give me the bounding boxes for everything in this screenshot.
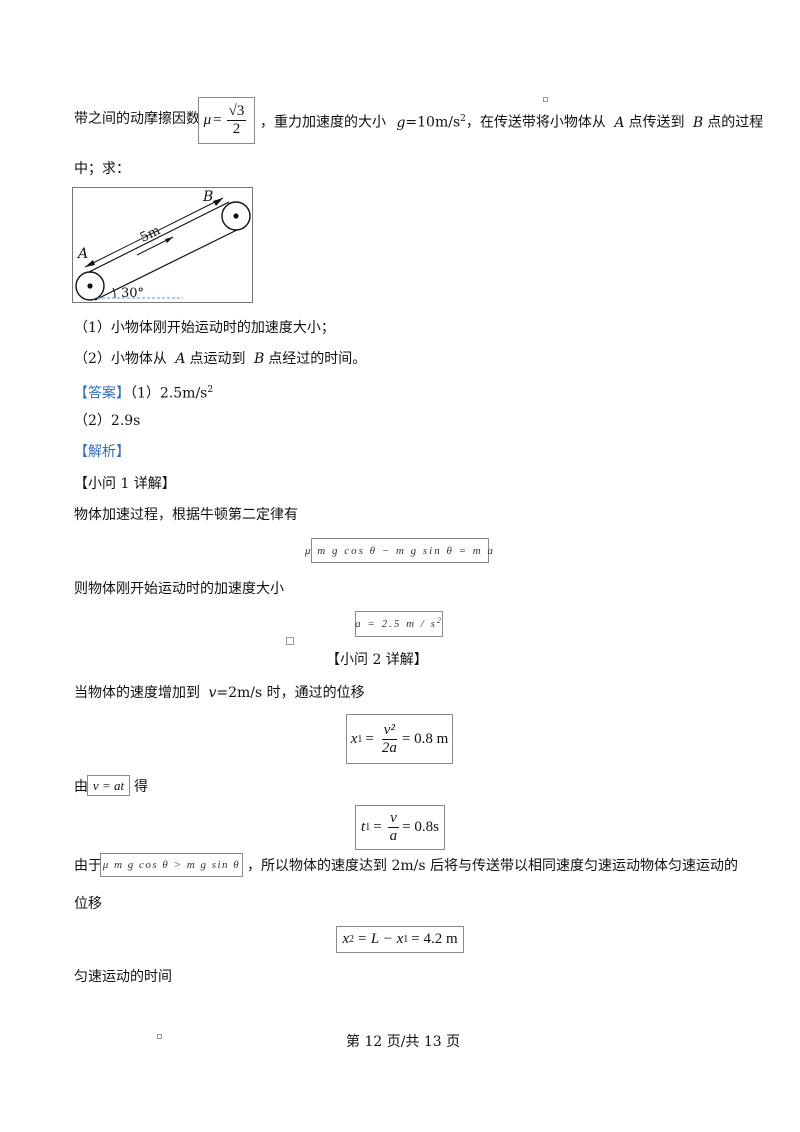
marker-dot	[157, 1034, 162, 1039]
solution-2-text-4: 位移	[74, 896, 102, 912]
numerator: v	[388, 810, 399, 828]
x-symbol: x	[342, 931, 350, 947]
denominator: a	[389, 828, 398, 844]
equation-inequality-text: μ m g cos θ > m g sin θ	[102, 859, 241, 871]
answer-1-exponent: 2	[207, 385, 214, 395]
v-symbol: v	[208, 685, 217, 701]
text: 带之间的动摩擦因数	[74, 111, 200, 127]
point-a: A	[175, 351, 186, 367]
text: ，所以物体的速度达到 2m/s 后将与传送带以相同速度匀速运动物体匀速运动的	[247, 858, 738, 874]
label-a: A	[78, 246, 89, 262]
numerator: v²	[381, 721, 397, 740]
conveyor-diagram	[75, 197, 251, 301]
marker-dot	[543, 97, 548, 102]
solution-1-text-2: 则物体刚开始运动时的加速度大小	[74, 581, 284, 597]
problem-line-2: 中；求：	[74, 161, 130, 177]
subquestion-2-heading: 【小问 2 详解】	[326, 652, 428, 668]
text: 点传送到	[628, 114, 685, 131]
x-subscript: 1	[357, 733, 363, 745]
point-b: B	[692, 114, 704, 131]
denominator: 2a	[381, 739, 397, 756]
answer-1: （1）2.5m/s	[130, 385, 208, 402]
text: 点经过的时间。	[268, 351, 367, 367]
answer-tag: 【答案】	[74, 385, 130, 402]
page-footer: 第 12 页/共 13 页	[346, 1034, 461, 1050]
answer-line-2: （2）2.9s	[74, 413, 141, 429]
angle-label: 30°	[121, 286, 145, 301]
solution-1-text: 物体加速过程，根据牛顿第二定律有	[74, 507, 298, 523]
equation-1-text: μ m g cos θ − m g sin θ = m a	[305, 544, 496, 557]
solution-2-text-3: 由于	[74, 856, 102, 876]
equation-2-exponent: 2	[436, 615, 443, 625]
point-a: A	[614, 114, 625, 131]
mu-numerator: √3	[226, 103, 247, 121]
text: 得	[134, 779, 148, 795]
marker-square	[286, 637, 294, 645]
result: = 0.8s	[402, 819, 439, 835]
text: ，重力加速度的大小	[260, 114, 386, 131]
equation-1: μ m g cos θ − m g sin θ = m a	[305, 538, 493, 563]
question-1: （1）小物体刚开始运动时的加速度大小；	[74, 320, 335, 336]
mu-symbol: μ	[203, 112, 212, 128]
text: 点运动到	[189, 351, 246, 367]
solution-2-text-5: 匀速运动的时间	[74, 969, 172, 985]
mu-denominator: 2	[232, 121, 241, 137]
point-b: B	[253, 351, 265, 367]
equation-5-middle: = L − x	[357, 931, 404, 947]
text: ，在传送带将小物体从	[465, 114, 606, 131]
equation-2-text: a = 2.5 m / s	[355, 618, 437, 630]
problem-line-1: 带之间的动摩擦因数	[74, 109, 200, 129]
x-subscript: 2	[349, 934, 355, 945]
answer-line-1: 【答案】（1）2.5m/s2	[74, 380, 213, 404]
equation-inequality: μ m g cos θ > m g sin θ	[100, 853, 243, 877]
g-symbol: g	[396, 114, 406, 131]
t-subscript: 1	[365, 822, 371, 833]
mu-formula-box: μ = √3 2	[198, 97, 255, 144]
x-subscript: 1	[403, 934, 409, 945]
equals: =	[373, 819, 382, 835]
solution-2-text-2: 由	[74, 777, 88, 797]
g-value: =10m/s	[405, 114, 461, 131]
solution-2-text: 当物体的速度增加到 v=2m/s 时，通过的位移	[74, 683, 365, 703]
text: （2）小物体从	[74, 351, 167, 367]
x-symbol: x	[350, 730, 358, 747]
equation-v-at: v = at	[87, 775, 130, 796]
conveyor-figure: B A 5m 30°	[72, 187, 253, 303]
t-symbol: t	[361, 819, 366, 835]
label-b: B	[203, 189, 214, 205]
text: 由于	[74, 858, 102, 874]
equals: =	[365, 730, 374, 747]
subquestion-1-heading: 【小问 1 详解】	[74, 476, 176, 492]
text: 由	[74, 779, 88, 795]
text: 当物体的速度增加到	[74, 685, 200, 701]
equation-v-at-text: v = at	[92, 777, 125, 793]
analysis-tag: 【解析】	[74, 444, 130, 460]
result: = 4.2 m	[411, 931, 458, 947]
result: = 0.8 m	[401, 730, 449, 747]
text: =2m/s 时，通过的位移	[216, 685, 365, 701]
text: 点的过程	[707, 114, 764, 131]
equals: =	[213, 112, 222, 128]
g-exponent: 2	[460, 114, 466, 124]
